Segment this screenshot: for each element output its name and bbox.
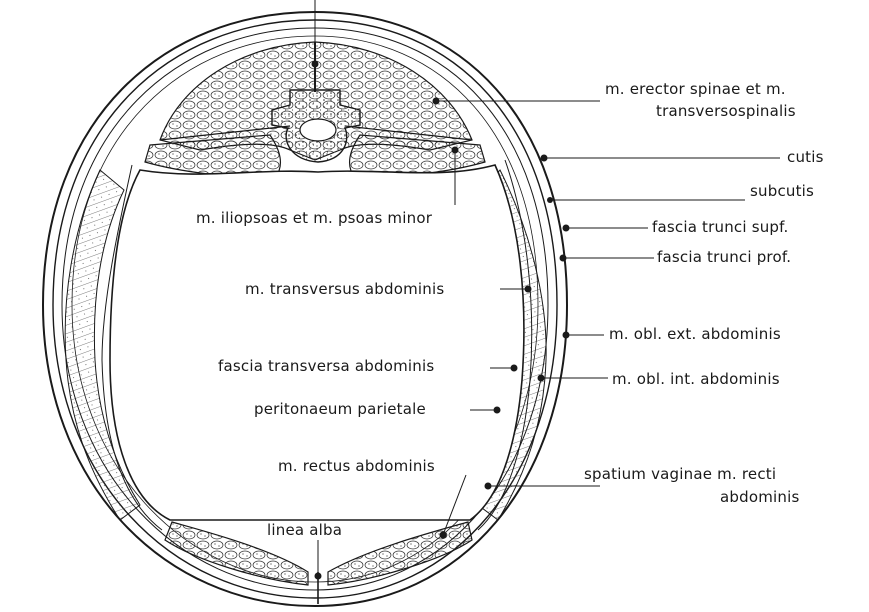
- label-spatium-line2: abdominis: [720, 488, 799, 506]
- label-peritonaeum: peritonaeum parietale: [254, 400, 426, 418]
- label-iliopsoas: m. iliopsoas et m. psoas minor: [196, 209, 432, 227]
- label-linea-alba: linea alba: [267, 521, 342, 539]
- label-erector-line2: transversospinalis: [656, 102, 796, 120]
- label-erector-line1: m. erector spinae et m.: [605, 80, 786, 98]
- label-fascia-supf: fascia trunci supf.: [652, 218, 789, 236]
- label-transversus: m. transversus abdominis: [245, 280, 444, 298]
- label-obl-ext: m. obl. ext. abdominis: [609, 325, 781, 343]
- rectus-abdominis-right: [328, 522, 472, 585]
- label-obl-int: m. obl. int. abdominis: [612, 370, 780, 388]
- label-spatium-line1: spatium vaginae m. recti: [584, 465, 776, 483]
- label-fascia-transversa: fascia transversa abdominis: [218, 357, 434, 375]
- vertebral-body: [300, 119, 336, 141]
- label-fascia-prof: fascia trunci prof.: [657, 248, 791, 266]
- label-cutis: cutis: [787, 148, 824, 166]
- label-rectus: m. rectus abdominis: [278, 457, 435, 475]
- label-subcutis: subcutis: [750, 182, 814, 200]
